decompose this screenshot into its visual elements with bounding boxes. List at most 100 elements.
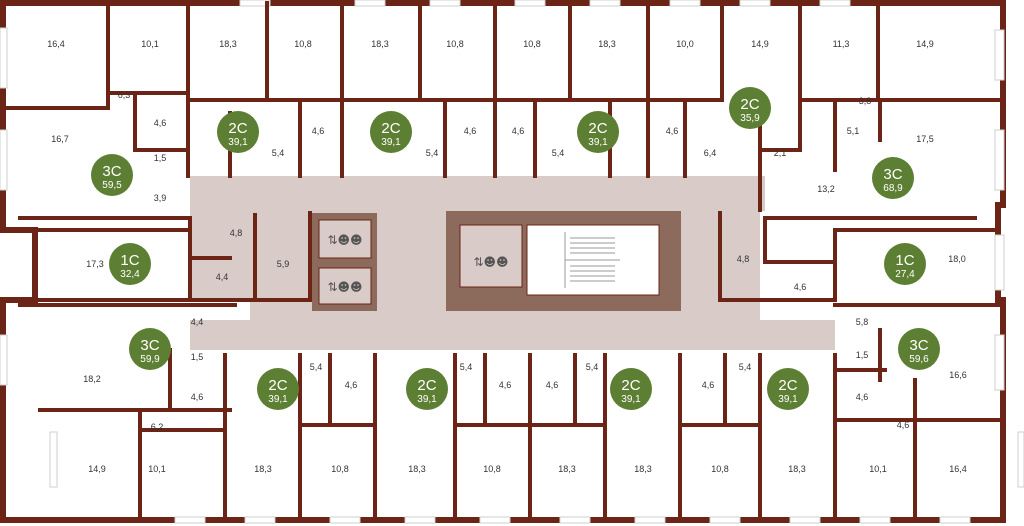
- room-area-label: 18,3: [219, 39, 237, 49]
- apartment-area: 27,4: [895, 269, 915, 280]
- room-area-label: 4,6: [856, 392, 869, 402]
- badge-circle: [577, 111, 619, 153]
- room-area-label: 14,9: [751, 39, 769, 49]
- room-area-label: 3,9: [154, 193, 167, 203]
- badge-circle: [257, 368, 299, 410]
- apartment-type: 1С: [895, 252, 914, 269]
- room-area-label: 11,3: [833, 39, 850, 49]
- room-area-label: 10,1: [141, 39, 159, 49]
- room-area-label: 10,1: [148, 464, 166, 474]
- room-area-label: 4,6: [897, 420, 910, 430]
- room-area-label: 16,4: [949, 464, 967, 474]
- apartment-area: 59,5: [102, 180, 122, 191]
- apartment-area: 35,9: [740, 113, 760, 124]
- room-area-label: 4,8: [230, 228, 243, 238]
- apartment-type: 2С: [588, 120, 607, 137]
- room-area-label: 6,3: [118, 90, 131, 100]
- apartment-type: 3С: [909, 337, 928, 354]
- room-area-label: 16,6: [949, 370, 967, 380]
- room-area-label: 16,4: [47, 39, 65, 49]
- apartment-type: 2С: [778, 377, 797, 394]
- room-area-label: 4,6: [191, 392, 204, 402]
- stairs-icon: [564, 232, 620, 288]
- elevator-icon: ⇅☻☻ ⇅☻☻ ⇅☻☻: [327, 233, 508, 294]
- apartment-type: 2С: [268, 377, 287, 394]
- apartment-type: 3С: [883, 166, 902, 183]
- room-area-label: 4,6: [312, 126, 325, 136]
- room-area-label: 4,8: [737, 254, 750, 264]
- room-area-label: 6,4: [704, 148, 717, 158]
- badge-circle: [898, 328, 940, 370]
- room-area-label: 4,6: [345, 380, 358, 390]
- room-area-label: 5,9: [277, 259, 290, 269]
- badge-circle: [884, 243, 926, 285]
- apartment-area: 39,1: [381, 137, 401, 148]
- room-area-label: 18,3: [408, 464, 426, 474]
- room-area-label: 4,6: [154, 118, 167, 128]
- room-area-label: 4,6: [512, 126, 525, 136]
- room-area-label: 5,4: [460, 362, 473, 372]
- badge-circle: [370, 111, 412, 153]
- svg-text:⇅☻☻: ⇅☻☻: [327, 280, 362, 294]
- room-area-label: 13,2: [817, 184, 835, 194]
- room-area-label: 14,9: [88, 464, 106, 474]
- apartment-badges: 3С59,52С39,12С39,12С39,12С35,93С68,91С32…: [91, 87, 940, 410]
- room-area-label: 18,0: [948, 254, 966, 264]
- badge-circle: [872, 157, 914, 199]
- room-area-label: 5,8: [856, 317, 869, 327]
- badge-circle: [767, 368, 809, 410]
- room-area-label: 4,6: [702, 380, 715, 390]
- room-area-label: 10,8: [711, 464, 729, 474]
- room-area-label: 4,6: [794, 282, 807, 292]
- room-area-label: 18,2: [83, 374, 101, 384]
- apartment-area: 39,1: [417, 394, 437, 405]
- svg-text:⇅☻☻: ⇅☻☻: [327, 233, 362, 247]
- apartment-area: 59,9: [140, 354, 160, 365]
- apartment-type: 2С: [228, 120, 247, 137]
- apartment-type: 3С: [102, 163, 121, 180]
- badge-circle: [406, 368, 448, 410]
- room-area-label: 18,3: [598, 39, 616, 49]
- room-area-label: 10,8: [294, 39, 312, 49]
- room-area-label: 5,4: [586, 362, 599, 372]
- apartment-type: 2С: [621, 377, 640, 394]
- room-area-label: 18,3: [788, 464, 806, 474]
- room-area-label: 4,4: [191, 317, 204, 327]
- room-area-label: 18,3: [558, 464, 576, 474]
- room-area-label: 18,3: [254, 464, 272, 474]
- room-area-label: 10,1: [869, 464, 887, 474]
- interior-walls: [1, 1, 1000, 522]
- room-area-label: 5,4: [426, 148, 439, 158]
- badge-circle: [610, 368, 652, 410]
- room-area-label: 1,5: [191, 352, 204, 362]
- room-area-label: 5,1: [847, 126, 860, 136]
- room-area-label: 14,9: [916, 39, 934, 49]
- apartment-type: 2С: [417, 377, 436, 394]
- room-area-label: 10,8: [483, 464, 501, 474]
- room-area-label: 4,6: [546, 380, 559, 390]
- room-area-label: 17,3: [86, 259, 104, 269]
- room-area-label: 4,6: [666, 126, 679, 136]
- room-area-label: 5,4: [310, 362, 323, 372]
- room-area-label: 5,4: [272, 148, 285, 158]
- room-area-label: 10,0: [676, 39, 694, 49]
- room-area-label: 3,8: [859, 96, 872, 106]
- room-area-label: 18,3: [634, 464, 652, 474]
- apartment-area: 39,1: [268, 394, 288, 405]
- apartment-area: 39,1: [228, 137, 248, 148]
- apartment-type: 2С: [740, 96, 759, 113]
